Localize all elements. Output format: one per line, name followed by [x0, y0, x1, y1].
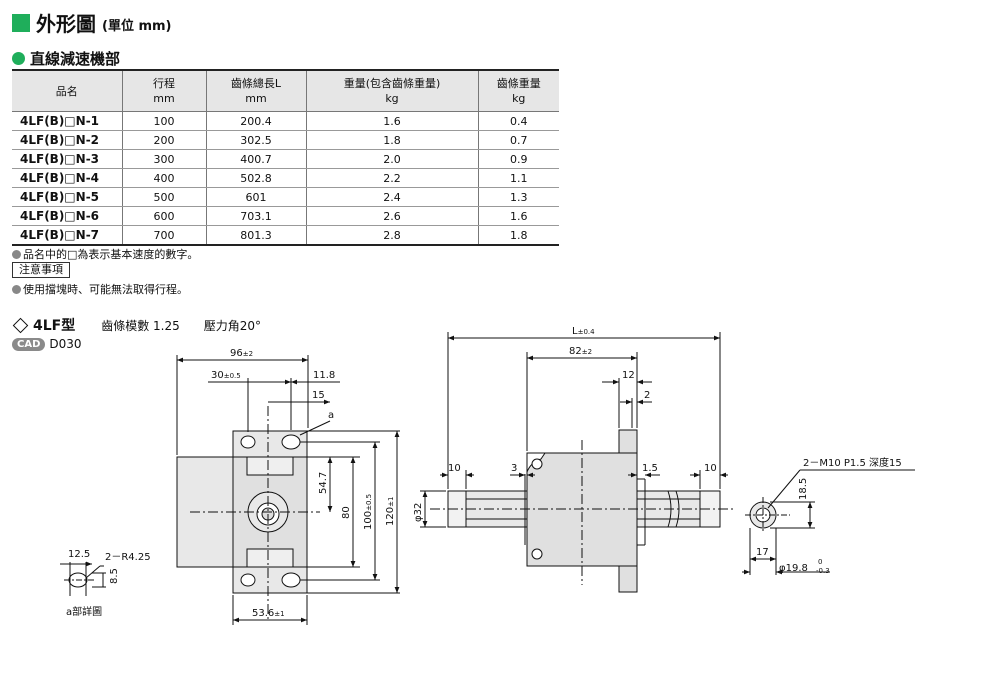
svg-text:10: 10	[704, 463, 717, 474]
svg-text:120±1: 120±1	[385, 497, 396, 526]
svg-text:15: 15	[312, 390, 325, 401]
svg-text:-0.3: -0.3	[816, 567, 830, 575]
dimension-labels: 96±2 30±0.5 11.8 15 a 54.7 80 100±0.5 12…	[66, 326, 902, 619]
svg-text:2: 2	[644, 390, 650, 401]
svg-text:3: 3	[511, 463, 517, 474]
svg-text:a: a	[328, 410, 334, 421]
page-header: 外形圖 (單位 mm)	[12, 8, 172, 37]
type-line: 4LF型 齒條模數 1.25 壓力角20°	[12, 315, 261, 335]
svg-text:12.5: 12.5	[68, 549, 90, 560]
svg-text:12: 12	[622, 370, 635, 381]
svg-text:1.5: 1.5	[642, 463, 658, 474]
svg-text:2－M10 P1.5 深度15: 2－M10 P1.5 深度15	[803, 456, 902, 469]
section-title: 直線減速機部	[30, 50, 121, 68]
cad-line: CAD D030	[12, 337, 82, 351]
caution-label: 注意事項	[12, 262, 70, 278]
type-name: 4LF型	[33, 318, 76, 334]
section-header: 直線減速機部	[12, 48, 120, 69]
title-square-icon	[12, 13, 30, 32]
svg-text:8.5: 8.5	[109, 568, 120, 584]
svg-text:80: 80	[341, 506, 352, 519]
detail-a-view	[60, 561, 106, 596]
svg-text:53.6±1: 53.6±1	[252, 608, 285, 619]
svg-text:82±2: 82±2	[569, 346, 592, 357]
svg-text:18.5: 18.5	[798, 478, 809, 500]
side-view	[420, 332, 735, 593]
svg-text:10: 10	[448, 463, 461, 474]
rack-module: 齒條模數 1.25	[101, 318, 180, 333]
svg-text:0: 0	[818, 558, 822, 566]
svg-text:a部詳圖: a部詳圖	[66, 605, 102, 618]
svg-text:96±2: 96±2	[230, 348, 253, 359]
svg-text:17: 17	[756, 547, 769, 558]
pressure-angle: 壓力角20°	[203, 318, 262, 333]
svg-text:φ32: φ32	[413, 503, 424, 522]
bullet-dot-icon	[12, 284, 21, 294]
bullet-dot-icon	[12, 52, 25, 65]
cad-badge: CAD	[12, 337, 46, 351]
svg-text:11.8: 11.8	[313, 370, 335, 381]
col-header-weight: 重量(包含齒條重量)kg	[305, 69, 478, 112]
svg-text:φ19.8: φ19.8	[779, 563, 808, 574]
cad-code: D030	[49, 337, 82, 351]
note-1: 品名中的□為表示基本速度的數字。	[12, 246, 198, 262]
end-view	[742, 469, 915, 575]
svg-text:L±0.4: L±0.4	[572, 326, 595, 337]
front-view	[176, 355, 400, 625]
svg-text:2－R4.25: 2－R4.25	[105, 552, 151, 563]
unit-label: (單位 mm)	[102, 19, 172, 34]
col-header-name: 品名	[12, 69, 122, 112]
svg-text:54.7: 54.7	[318, 472, 329, 494]
svg-text:100±0.5: 100±0.5	[363, 494, 374, 530]
note-2: 使用擋塊時、可能無法取得行程。	[12, 281, 188, 297]
page-title: 外形圖	[36, 12, 96, 36]
bullet-dot-icon	[12, 249, 21, 259]
svg-text:30±0.5: 30±0.5	[211, 370, 241, 381]
